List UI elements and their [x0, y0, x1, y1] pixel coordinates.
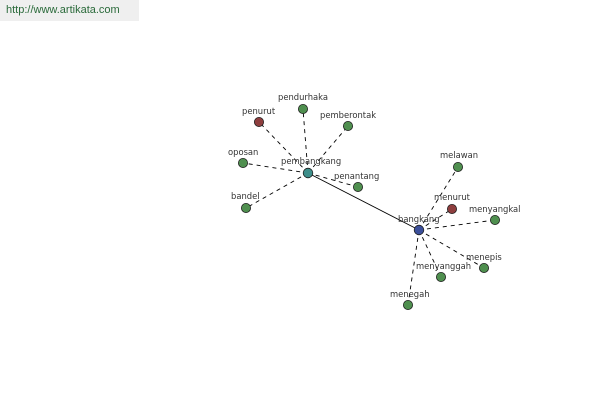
- label-bangkang[interactable]: bangkang: [398, 214, 440, 224]
- label-penurut[interactable]: penurut: [242, 106, 276, 116]
- node-menegah[interactable]: [402, 299, 413, 310]
- edge-pembangkang-penurut: [258, 121, 309, 174]
- link-pembangkang-bangkang: [307, 172, 420, 231]
- edge-pembangkang-oposan: [242, 162, 309, 174]
- edge-pembangkang-penantang: [307, 172, 359, 188]
- label-menepis[interactable]: menepis: [466, 252, 502, 262]
- edge-bangkang-menyanggah: [418, 229, 442, 278]
- label-menegah[interactable]: menegah: [390, 289, 430, 299]
- label-bandel[interactable]: bandel: [231, 191, 260, 201]
- edge-bangkang-menurut: [418, 208, 453, 231]
- label-melawan[interactable]: melawan: [440, 150, 478, 160]
- label-penantang[interactable]: penantang: [334, 171, 379, 181]
- node-penantang[interactable]: [352, 181, 363, 192]
- edge-pembangkang-pemberontak: [307, 125, 349, 174]
- node-menyangkal[interactable]: [489, 214, 500, 225]
- graph-edges: [242, 108, 496, 306]
- label-pembangkang[interactable]: pembangkang: [281, 156, 341, 166]
- node-bangkang[interactable]: [413, 224, 425, 236]
- node-bandel[interactable]: [240, 202, 251, 213]
- label-oposan[interactable]: oposan: [228, 147, 258, 157]
- label-pemberontak[interactable]: pemberontak: [320, 110, 376, 120]
- node-menurut[interactable]: [446, 203, 457, 214]
- source-url[interactable]: http://www.artikata.com: [0, 0, 139, 21]
- label-pendurhaka[interactable]: pendurhaka: [278, 92, 328, 102]
- node-pemberontak[interactable]: [342, 121, 353, 132]
- node-pendurhaka[interactable]: [297, 104, 308, 115]
- edge-pembangkang-pendurhaka: [302, 108, 309, 174]
- node-pembangkang[interactable]: [302, 167, 314, 179]
- edge-pembangkang-bandel: [245, 172, 309, 209]
- node-melawan[interactable]: [452, 161, 463, 172]
- graph-nodes: [237, 104, 500, 310]
- label-menyanggah[interactable]: menyanggah: [416, 261, 471, 271]
- node-menepis[interactable]: [478, 262, 489, 273]
- node-penurut[interactable]: [253, 117, 264, 128]
- label-menurut[interactable]: menurut: [434, 192, 471, 202]
- label-menyangkal[interactable]: menyangkal: [469, 204, 521, 214]
- node-menyanggah[interactable]: [435, 271, 446, 282]
- node-oposan[interactable]: [237, 157, 248, 168]
